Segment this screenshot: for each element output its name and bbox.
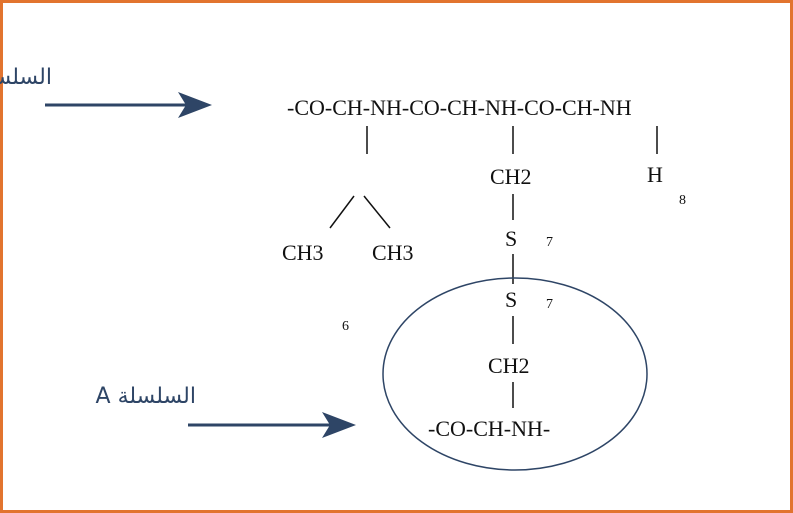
sulfur-a: S <box>505 287 517 312</box>
sulfur-b: S <box>505 226 517 251</box>
chain-a-label: السلسلة A <box>96 384 196 409</box>
chain-b-backbone: -CO-CH-NH-CO-CH-NH-CO-CH-NH <box>287 95 632 120</box>
side-bond-right <box>363 195 391 229</box>
number-6: 6 <box>342 319 349 334</box>
chain-a-backbone: -CO-CH-NH- <box>428 416 550 441</box>
ch3-right: CH3 <box>372 240 414 265</box>
number-7-top: 7 <box>546 235 553 250</box>
chain-a-ch2: CH2 <box>488 353 530 378</box>
chain-a-arrow <box>188 412 356 438</box>
number-8: 8 <box>679 193 686 208</box>
ch3-left: CH3 <box>282 240 324 265</box>
chain-b-label: السلسلة B <box>0 65 52 90</box>
chain-a-ellipse <box>382 277 648 471</box>
side-bond-left <box>329 195 355 229</box>
number-7-bottom: 7 <box>546 297 553 312</box>
chain-b-arrow <box>45 92 212 118</box>
glycine-h: H <box>647 162 663 187</box>
chain-b-ch2: CH2 <box>490 164 532 189</box>
